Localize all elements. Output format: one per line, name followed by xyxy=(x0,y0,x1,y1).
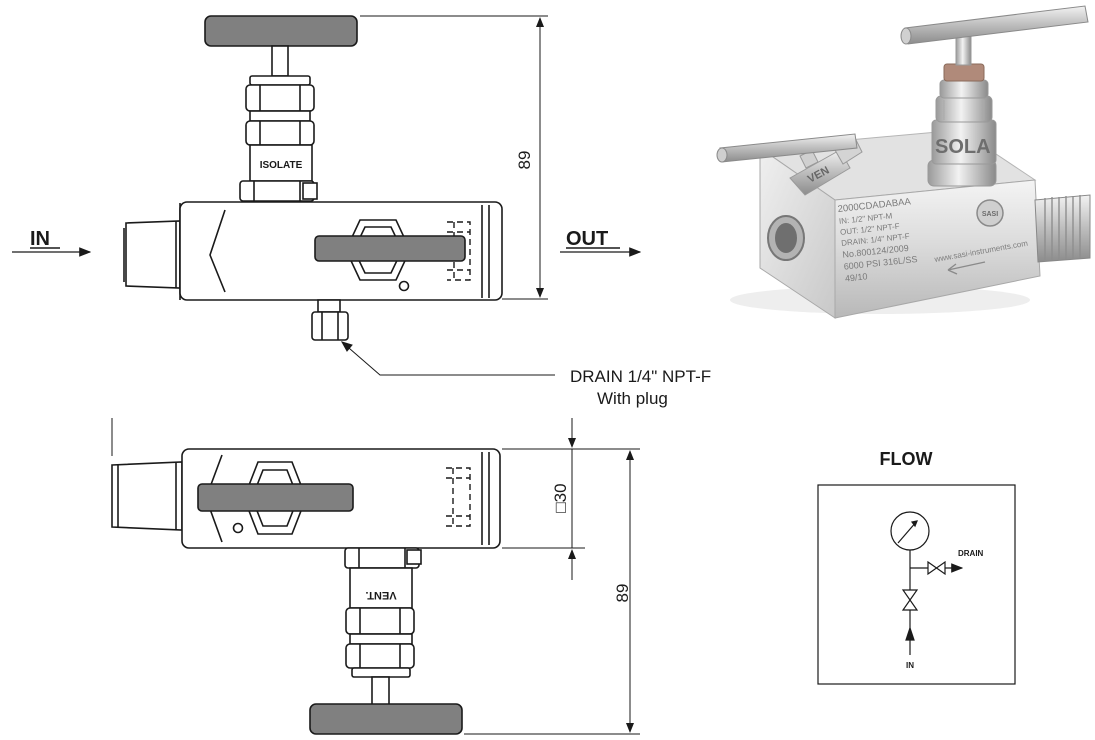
flow-title: FLOW xyxy=(880,449,933,469)
dimension-height-top-label: 89 xyxy=(515,151,534,170)
isolate-bonnet xyxy=(249,144,313,182)
stamp-line-7: 49/10 xyxy=(844,271,867,283)
dimension-height-bottom-label: 89 xyxy=(613,584,632,603)
drain-callout-label: DRAIN 1/4" NPT-F xyxy=(570,367,711,386)
inlet-thread xyxy=(125,220,181,289)
photo-isolate-handle xyxy=(904,5,1089,45)
bottom-stem xyxy=(371,676,390,706)
photo-outlet-thread xyxy=(1034,194,1091,263)
vent-label: VENT. xyxy=(365,589,396,601)
out-label: OUT xyxy=(566,228,608,250)
drain-valve-symbol xyxy=(927,560,946,576)
flow-in-label: IN xyxy=(906,661,914,670)
top-gland-nut xyxy=(245,84,315,112)
product-photo: 2000CDADABAA IN: 1/2" NPT-M OUT: 1/2" NP… xyxy=(716,5,1091,319)
drain-callout-sublabel: With plug xyxy=(597,389,668,408)
flow-diagram xyxy=(817,484,1016,685)
photo-logo-text: SASI xyxy=(982,211,998,218)
drain-plug xyxy=(317,299,341,313)
dimension-square xyxy=(502,418,640,580)
bottom-view: VENT. xyxy=(111,418,501,735)
gauge-symbol xyxy=(890,511,930,551)
isolate-valve-symbol xyxy=(901,589,919,611)
top-handle xyxy=(204,15,358,47)
photo-flow-arrow xyxy=(947,261,986,275)
dimension-height-top xyxy=(360,15,548,300)
vent-bonnet xyxy=(349,567,413,609)
photo-logo: SASI xyxy=(976,199,1004,227)
in-label: IN xyxy=(30,228,50,250)
photo-vent-bonnet xyxy=(789,149,851,196)
bottom-isolate-handle xyxy=(197,483,354,512)
flow-box xyxy=(817,484,1016,685)
top-stem xyxy=(271,45,289,77)
drain-callout-leader xyxy=(340,341,555,376)
top-vent-handle xyxy=(314,235,466,262)
photo-isolate-gland xyxy=(943,63,985,82)
bottom-inlet-thread xyxy=(111,461,183,531)
top-bonnet-nut xyxy=(245,120,315,146)
photo-isolate-text: SOLA xyxy=(935,136,991,158)
bottom-handle xyxy=(309,703,463,735)
isolate-label: ISOLATE xyxy=(260,160,303,171)
dimension-square-label: □30 xyxy=(551,483,570,512)
top-view: ISOLATE xyxy=(123,15,503,341)
flow-drain-label: DRAIN xyxy=(958,549,984,558)
dimension-height-bottom xyxy=(464,450,640,735)
